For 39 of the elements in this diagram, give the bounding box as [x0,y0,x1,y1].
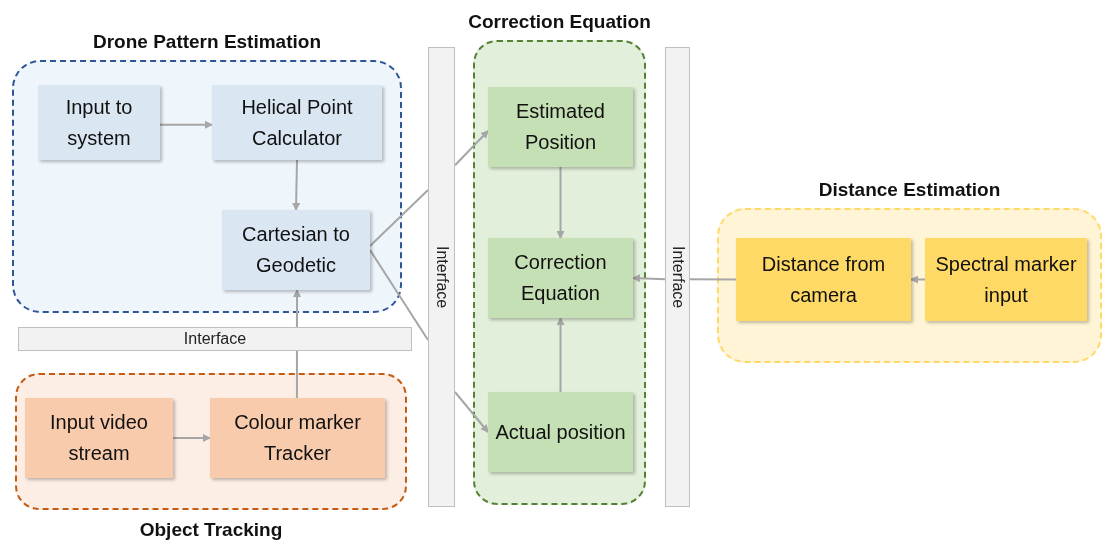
group-title: Object Tracking [138,518,284,542]
arrow [910,275,926,284]
arrow [454,130,489,167]
process-box [222,210,370,290]
arrow [159,120,213,129]
interface-label: Interface [432,245,452,309]
process-box [488,392,633,472]
box-label: Spectral marker input [934,251,1078,308]
box-label: Helical Point Calculator [240,94,354,151]
process-box [212,85,382,160]
process-box [488,238,633,318]
process-box [210,398,385,478]
box-label: Distance from camera [760,251,887,308]
interface-bar [428,47,455,507]
box-label: Input video stream [49,410,149,466]
group-title: Drone Pattern Estimation [91,29,322,54]
process-box [488,87,633,167]
box-label: Cartesian to Geodetic [241,222,351,278]
arrow [292,159,301,211]
box-label: Correction Equation [513,250,608,306]
arrow [556,166,565,239]
arrow [632,274,666,283]
interface-label: Interface [668,245,688,309]
interface-label: Interface [183,329,247,349]
group-title: Correction Equation [467,9,652,34]
box-label: Colour marker Tracker [233,410,362,466]
arrow [556,317,565,393]
arrow [293,289,301,328]
interface-bar [18,327,412,351]
box-label: Input to system [64,94,134,151]
process-box [736,238,911,321]
process-box [38,85,160,160]
process-box [25,398,173,478]
arrow [172,434,211,442]
interface-bar [665,47,690,507]
box-label: Estimated Position [515,99,606,155]
box-label: Actual position [494,419,627,445]
process-box [925,238,1087,321]
group-title: Distance Estimation [817,177,1002,202]
